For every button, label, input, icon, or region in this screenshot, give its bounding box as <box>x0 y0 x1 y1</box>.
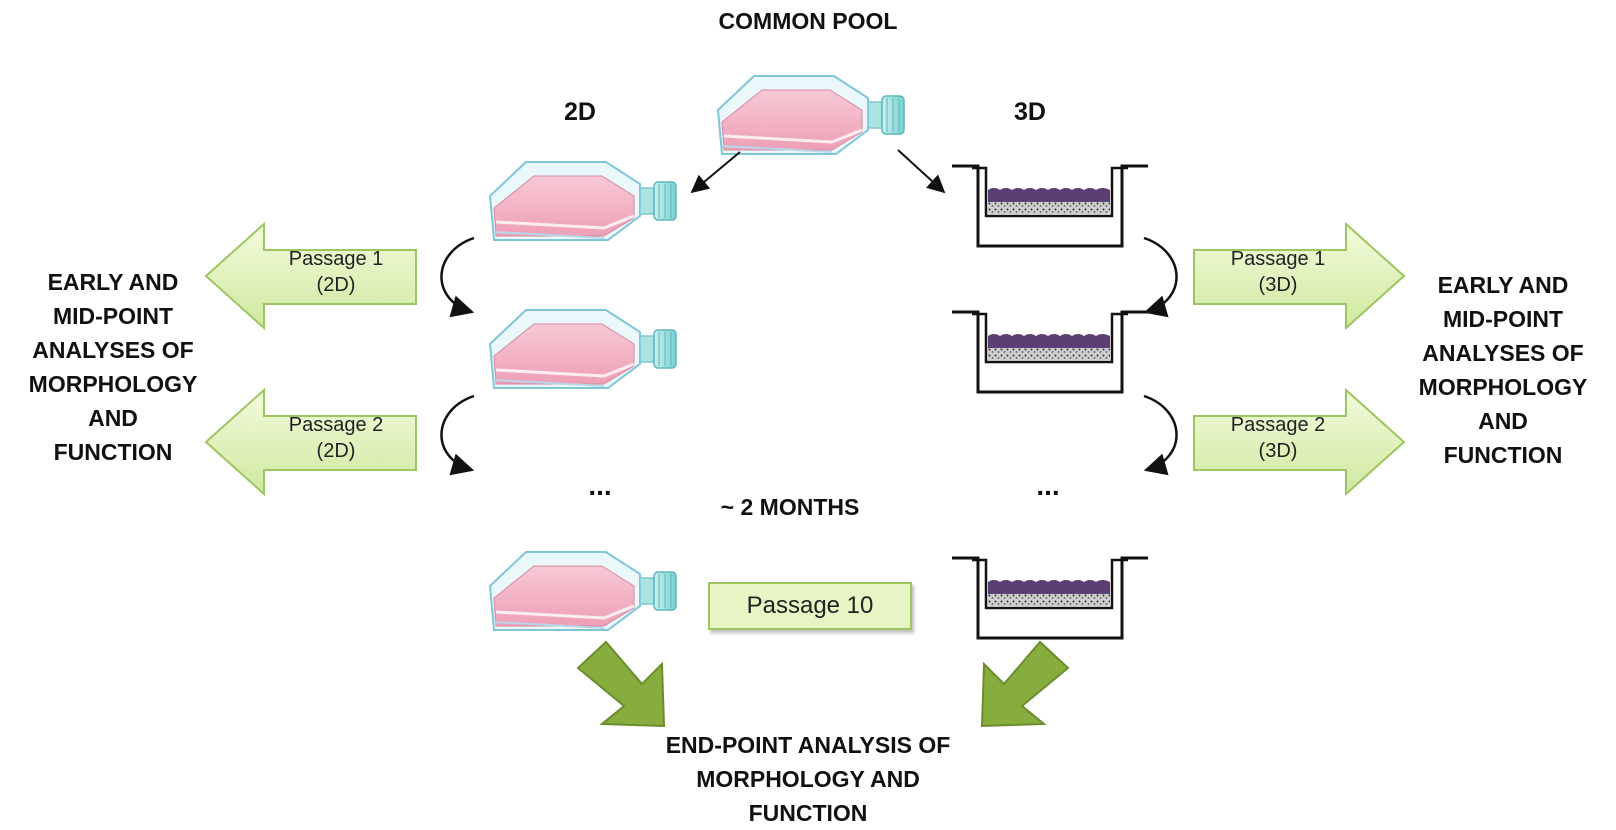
passage-label-3d-1: Passage 1 (3D) <box>1230 248 1326 296</box>
endpoint-analysis-label: END-POINT ANALYSIS OF MORPHOLOGY AND FUN… <box>665 732 951 826</box>
common-pool-flask <box>716 74 906 156</box>
ellipsis-3d: ... <box>1036 470 1060 501</box>
insert-3d-passage-2 <box>950 310 1150 394</box>
endpoint-arrow-3d <box>980 640 1070 728</box>
diagram-title: COMMON POOL <box>718 8 898 34</box>
passage-10-box: Passage 10 <box>708 582 912 630</box>
passage-label-2d-2: Passage 2 (2D) <box>288 414 384 462</box>
flask-2d-passage-1 <box>488 160 678 242</box>
duration-label: ~ 2 MONTHS <box>720 494 860 520</box>
passage-label-3d-2: Passage 2 (3D) <box>1230 414 1326 462</box>
passage-label-2d-1: Passage 1 (2D) <box>288 248 384 296</box>
ellipsis-2d: ... <box>588 470 612 501</box>
curved-arrow-2d-1 <box>440 236 475 318</box>
passage-10-label: Passage 10 <box>746 592 874 619</box>
arrow-to-2d <box>690 151 741 194</box>
curved-arrow-3d-1 <box>1143 236 1178 318</box>
column-label-2d: 2D <box>564 98 596 126</box>
insert-3d-passage-1 <box>950 164 1150 248</box>
endpoint-arrow-2d <box>576 640 666 728</box>
curved-arrow-2d-2 <box>440 394 475 476</box>
flask-2d-passage-10 <box>488 550 678 632</box>
curved-arrow-3d-2 <box>1143 394 1178 476</box>
arrow-to-3d <box>897 149 946 194</box>
flask-2d-passage-2 <box>488 308 678 390</box>
analysis-label-left: EARLY AND MID-POINT ANALYSES OF MORPHOLO… <box>28 269 198 465</box>
analysis-label-right: EARLY AND MID-POINT ANALYSES OF MORPHOLO… <box>1418 272 1588 468</box>
column-label-3d: 3D <box>1014 98 1046 126</box>
insert-3d-passage-10 <box>950 556 1150 640</box>
